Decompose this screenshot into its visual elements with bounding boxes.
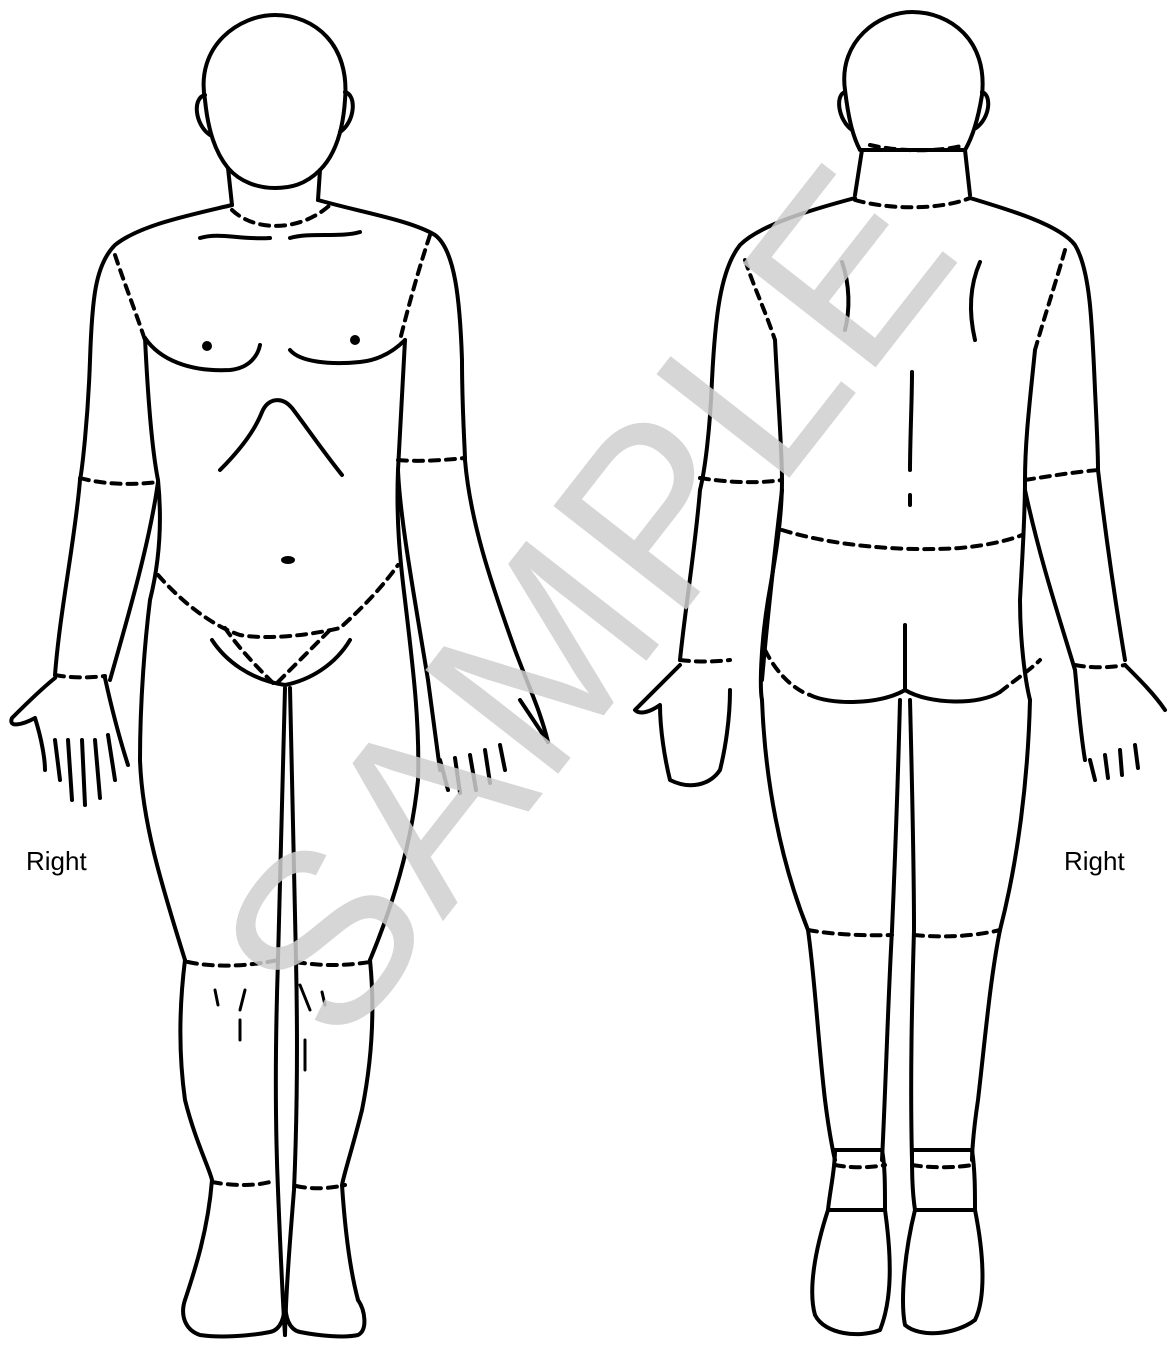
front-rib-arch — [220, 400, 342, 475]
back-arm-line-left — [1025, 470, 1098, 480]
front-arm-line-right — [80, 478, 158, 484]
front-shoulder-left — [318, 200, 465, 460]
back-head — [844, 12, 982, 150]
back-knee-line — [808, 930, 1000, 936]
front-neck-line — [232, 205, 330, 226]
front-right-label: Right — [26, 846, 87, 877]
back-forearm-left — [1025, 470, 1125, 670]
front-navel — [281, 556, 295, 564]
front-foot-right — [183, 1300, 285, 1336]
front-torso-right — [140, 338, 185, 960]
back-ankle-line — [835, 1165, 972, 1167]
front-nipple-left — [350, 335, 360, 345]
back-shoulder-line-left — [1035, 250, 1065, 350]
back-wrist-line-left — [1075, 665, 1125, 667]
back-foot-left — [903, 1210, 982, 1333]
back-ankle-left — [912, 1150, 975, 1210]
back-hand-left — [1075, 665, 1165, 780]
front-chest — [145, 338, 405, 370]
back-foot-right — [812, 1210, 890, 1334]
back-ankle-right — [828, 1150, 885, 1210]
front-hand-right — [11, 678, 128, 805]
front-shoulder-line-right — [115, 255, 145, 340]
front-head — [204, 15, 346, 188]
front-leg-outer-right — [180, 960, 212, 1300]
back-right-label: Right — [1064, 846, 1125, 877]
back-leg-inner-left — [910, 700, 914, 1160]
back-waist-line — [782, 530, 1022, 549]
front-foot-left — [285, 1300, 364, 1336]
back-shoulder-left — [970, 198, 1098, 470]
back-buttocks-line — [765, 650, 1040, 695]
back-leg-inner-right — [882, 700, 900, 1160]
front-shoulder-line-left — [400, 235, 430, 340]
back-leg-outer-right — [762, 700, 835, 1160]
front-nipple-right — [202, 341, 212, 351]
front-arm-line-left — [398, 458, 465, 461]
front-forearm-right — [55, 480, 158, 680]
front-wrist-line-right — [55, 675, 105, 677]
front-neck-left — [318, 170, 320, 200]
back-buttocks — [810, 625, 1000, 702]
front-waist-line — [158, 565, 398, 637]
front-collarbone — [200, 232, 360, 238]
